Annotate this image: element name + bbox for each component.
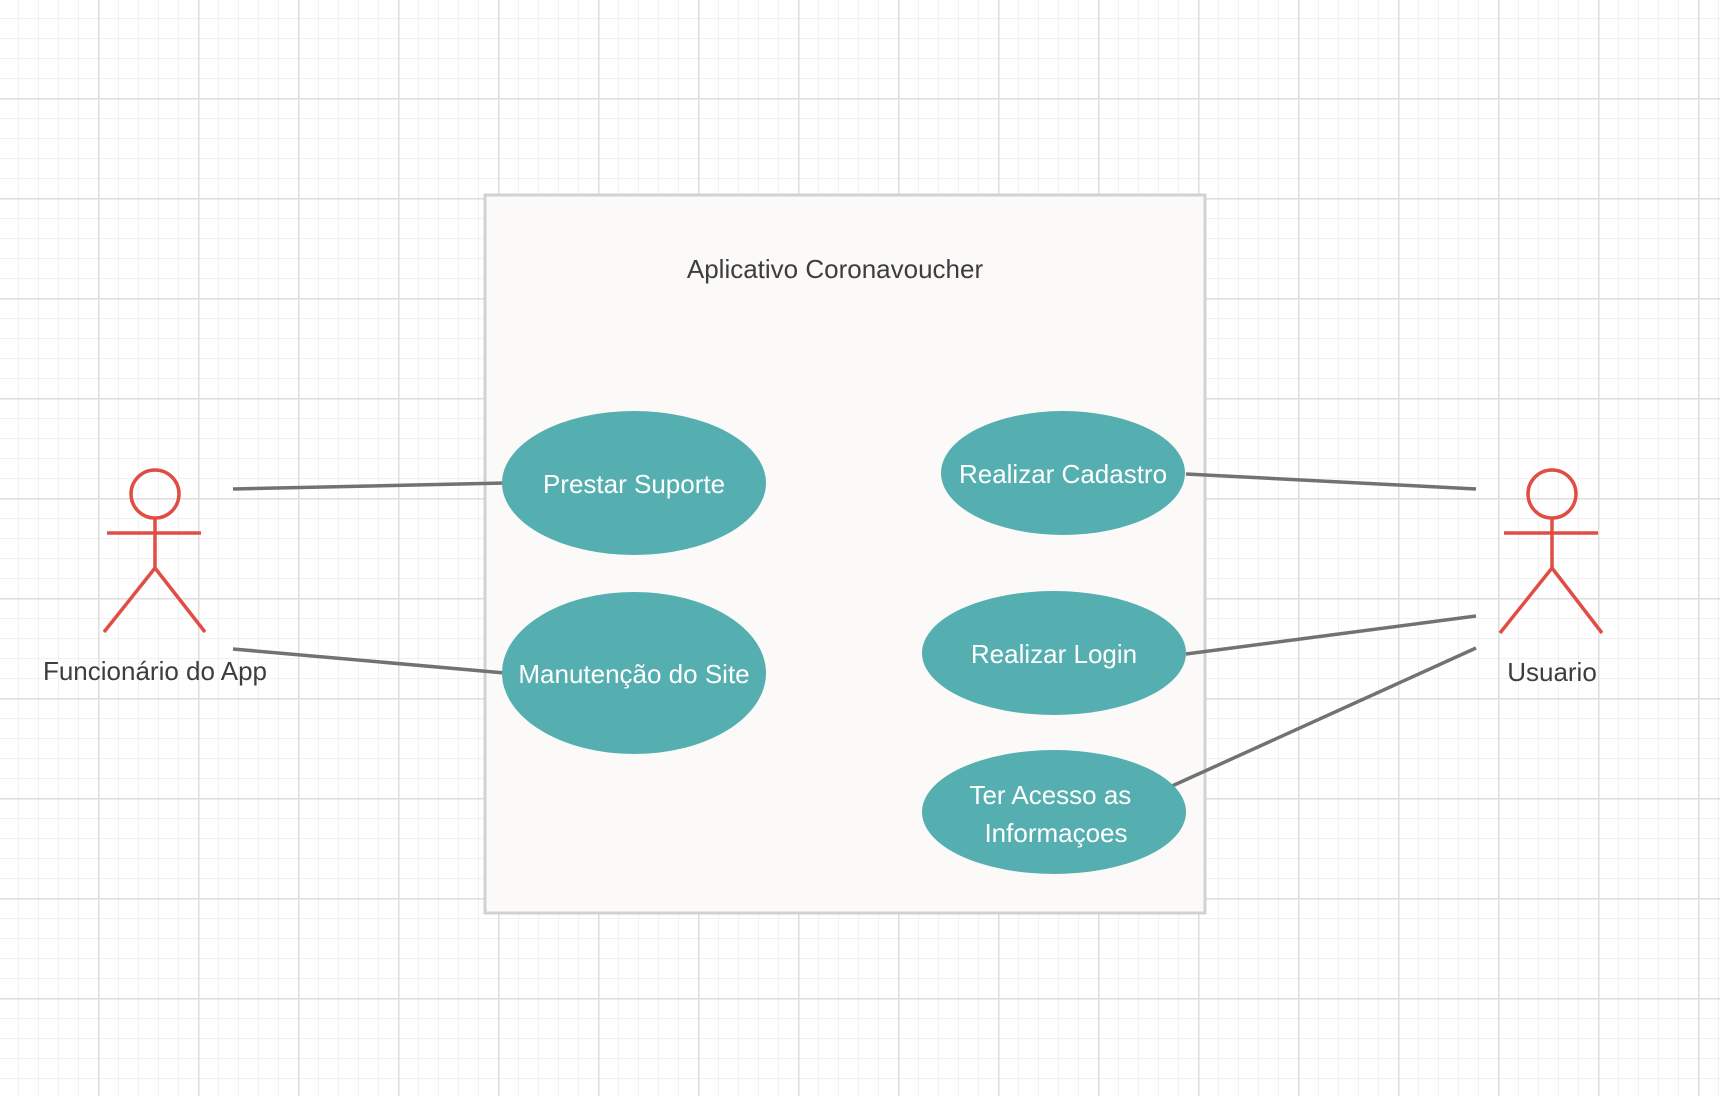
use-case-realizar-cadastro-label: Realizar Cadastro — [959, 459, 1167, 489]
stick-figure-icon — [102, 468, 207, 634]
use-case-ter-acesso-label-line1: Ter Acesso as — [969, 780, 1131, 810]
use-case-realizar-login-shape — [922, 591, 1186, 715]
use-case-ter-acesso-label: Ter Acesso as Informaçoes — [969, 780, 1138, 848]
actor-usuario-label: Usuario — [1507, 657, 1597, 687]
association-funcionario-manutencao-site[interactable] — [232, 647, 506, 675]
system-title: Aplicativo Coronavoucher — [687, 254, 984, 284]
use-case-realizar-cadastro-shape — [941, 411, 1185, 535]
use-case-manutencao-site-shape — [502, 592, 766, 754]
association-funcionario-prestar-suporte[interactable] — [232, 481, 506, 491]
use-case-prestar-suporte[interactable]: Prestar Suporte — [502, 411, 766, 555]
use-case-ter-acesso-shape — [922, 750, 1186, 874]
use-case-realizar-login-label: Realizar Login — [971, 639, 1137, 669]
stick-figure-icon — [1498, 468, 1604, 635]
use-case-realizar-login[interactable]: Realizar Login — [922, 591, 1186, 715]
association-usuario-ter-acesso[interactable] — [1171, 646, 1477, 788]
association-usuario-realizar-login[interactable] — [1185, 614, 1477, 656]
actor-funcionario[interactable]: Funcionário do App — [43, 468, 267, 686]
use-case-realizar-cadastro[interactable]: Realizar Cadastro — [941, 411, 1185, 535]
use-case-prestar-suporte-shape — [502, 411, 766, 555]
actor-funcionario-label: Funcionário do App — [43, 656, 267, 686]
use-case-prestar-suporte-label: Prestar Suporte — [543, 469, 725, 499]
association-usuario-realizar-cadastro[interactable] — [1185, 472, 1477, 491]
actor-usuario[interactable]: Usuario — [1498, 468, 1604, 687]
use-case-manutencao-site[interactable]: Manutenção do Site — [502, 592, 766, 754]
use-case-ter-acesso-label-line2: Informaçoes — [984, 818, 1127, 848]
use-case-ter-acesso[interactable]: Ter Acesso as Informaçoes — [922, 750, 1186, 874]
use-case-manutencao-site-label: Manutenção do Site — [518, 659, 749, 689]
